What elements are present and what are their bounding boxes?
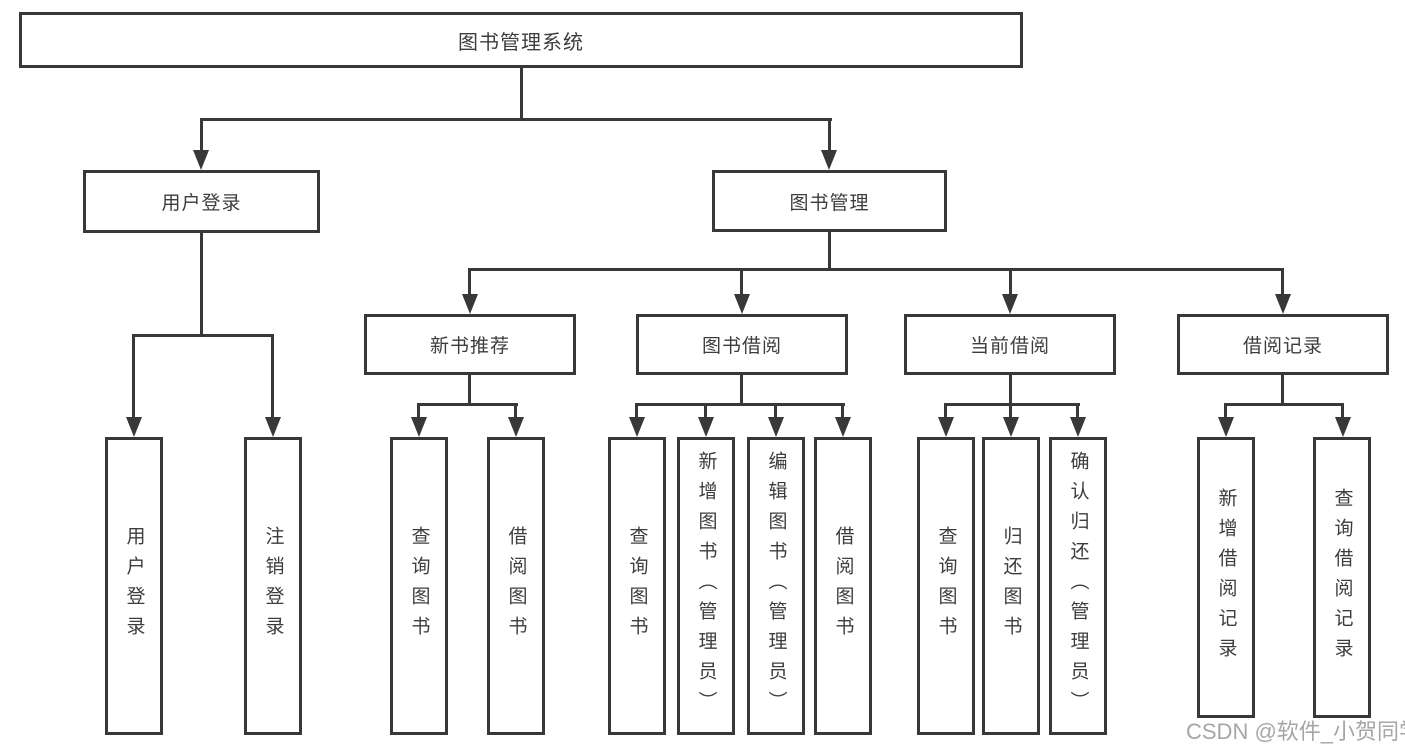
node-label: 查询借阅记录 [1331,487,1353,668]
arrowhead-down-icon [734,294,750,314]
connector-line [1281,268,1284,296]
node-label: 用户登录 [123,526,145,646]
arrowhead-down-icon [126,417,142,437]
connector-line [1009,403,1012,421]
connector-line [132,334,135,420]
node-label: 新增借阅记录 [1215,487,1237,668]
node-book-management: 图书管理 [712,170,947,232]
arrowhead-down-icon [193,150,209,170]
connector-line [200,118,203,154]
node-label: 归还图书 [1000,526,1022,646]
connector-line [1076,403,1079,421]
node-borrowing-records: 借阅记录 [1177,314,1389,375]
connector-line [271,334,274,420]
connector-line [740,375,743,405]
node-label: 借阅记录 [1242,336,1323,357]
connector-line [132,334,274,337]
connector-line [1281,375,1284,405]
node-book-borrowing: 图书借阅 [636,314,848,375]
connector-line [200,118,832,121]
arrowhead-down-icon [1003,417,1019,437]
node-current-borrowing: 当前借阅 [904,314,1116,375]
node-label: 当前借阅 [969,336,1050,357]
arrowhead-down-icon [462,294,478,314]
connector-line [468,268,1284,271]
node-label: 查询图书 [935,526,957,646]
node-label: 图书借阅 [701,336,782,357]
connector-line [1224,403,1344,406]
arrowhead-down-icon [835,417,851,437]
connector-line [520,68,523,118]
arrowhead-down-icon [629,417,645,437]
leaf-query-books-recommend: 查询图书 [390,437,448,735]
leaf-add-borrow-record: 新增借阅记录 [1197,437,1255,718]
connector-line [1009,268,1012,296]
leaf-query-books-borrow: 查询图书 [608,437,666,735]
connector-line [828,232,831,271]
connector-line [740,268,743,296]
arrowhead-down-icon [698,417,714,437]
node-new-book-recommendation: 新书推荐 [364,314,576,375]
arrowhead-down-icon [1335,417,1351,437]
leaf-logout: 注销登录 [244,437,302,735]
connector-line [944,403,947,421]
leaf-edit-book-admin: 编辑图书（管理员） [747,437,805,735]
csdn-watermark: CSDN @软件_小贺同学 [1186,719,1405,744]
arrowhead-down-icon [768,417,784,437]
leaf-confirm-return-admin: 确认归还（管理员） [1049,437,1107,735]
node-label: 编辑图书（管理员） [765,451,787,721]
connector-line [200,233,203,336]
leaf-add-book-admin: 新增图书（管理员） [677,437,735,735]
node-label: 确认归还（管理员） [1067,451,1089,721]
connector-line [1224,403,1227,421]
arrowhead-down-icon [265,417,281,437]
node-label: 图书管理系统 [458,31,584,54]
leaf-borrow-books: 借阅图书 [814,437,872,735]
connector-line [841,403,844,421]
connector-line [417,403,420,421]
arrowhead-down-icon [1002,294,1018,314]
connector-line [828,118,831,154]
leaf-query-books-current: 查询图书 [917,437,975,735]
node-user-login: 用户登录 [83,170,320,233]
arrowhead-down-icon [821,150,837,170]
connector-line [468,375,471,405]
connector-line [1341,403,1344,421]
leaf-borrow-books-recommend: 借阅图书 [487,437,545,735]
connector-line [468,268,471,296]
node-label: 查询图书 [408,526,430,646]
node-label: 查询图书 [626,526,648,646]
connector-line [635,403,638,421]
arrowhead-down-icon [508,417,524,437]
connector-line [514,403,517,421]
leaf-query-borrow-record: 查询借阅记录 [1313,437,1371,718]
node-label: 新书推荐 [429,336,510,357]
arrowhead-down-icon [938,417,954,437]
node-label: 图书管理 [789,192,870,214]
node-label: 借阅图书 [832,526,854,646]
arrowhead-down-icon [411,417,427,437]
node-library-management-system: 图书管理系统 [19,12,1023,68]
arrowhead-down-icon [1070,417,1086,437]
connector-line [774,403,777,421]
arrowhead-down-icon [1275,294,1291,314]
connector-line [417,403,518,406]
connector-line [635,403,845,406]
node-label: 新增图书（管理员） [695,451,717,721]
connector-line [1009,375,1012,405]
connector-line [704,403,707,421]
arrowhead-down-icon [1218,417,1234,437]
leaf-user-login: 用户登录 [105,437,163,735]
node-label: 借阅图书 [505,526,527,646]
node-label: 注销登录 [262,526,284,646]
connector-line [944,403,1080,406]
leaf-return-book: 归还图书 [982,437,1040,735]
node-label: 用户登录 [161,193,242,214]
